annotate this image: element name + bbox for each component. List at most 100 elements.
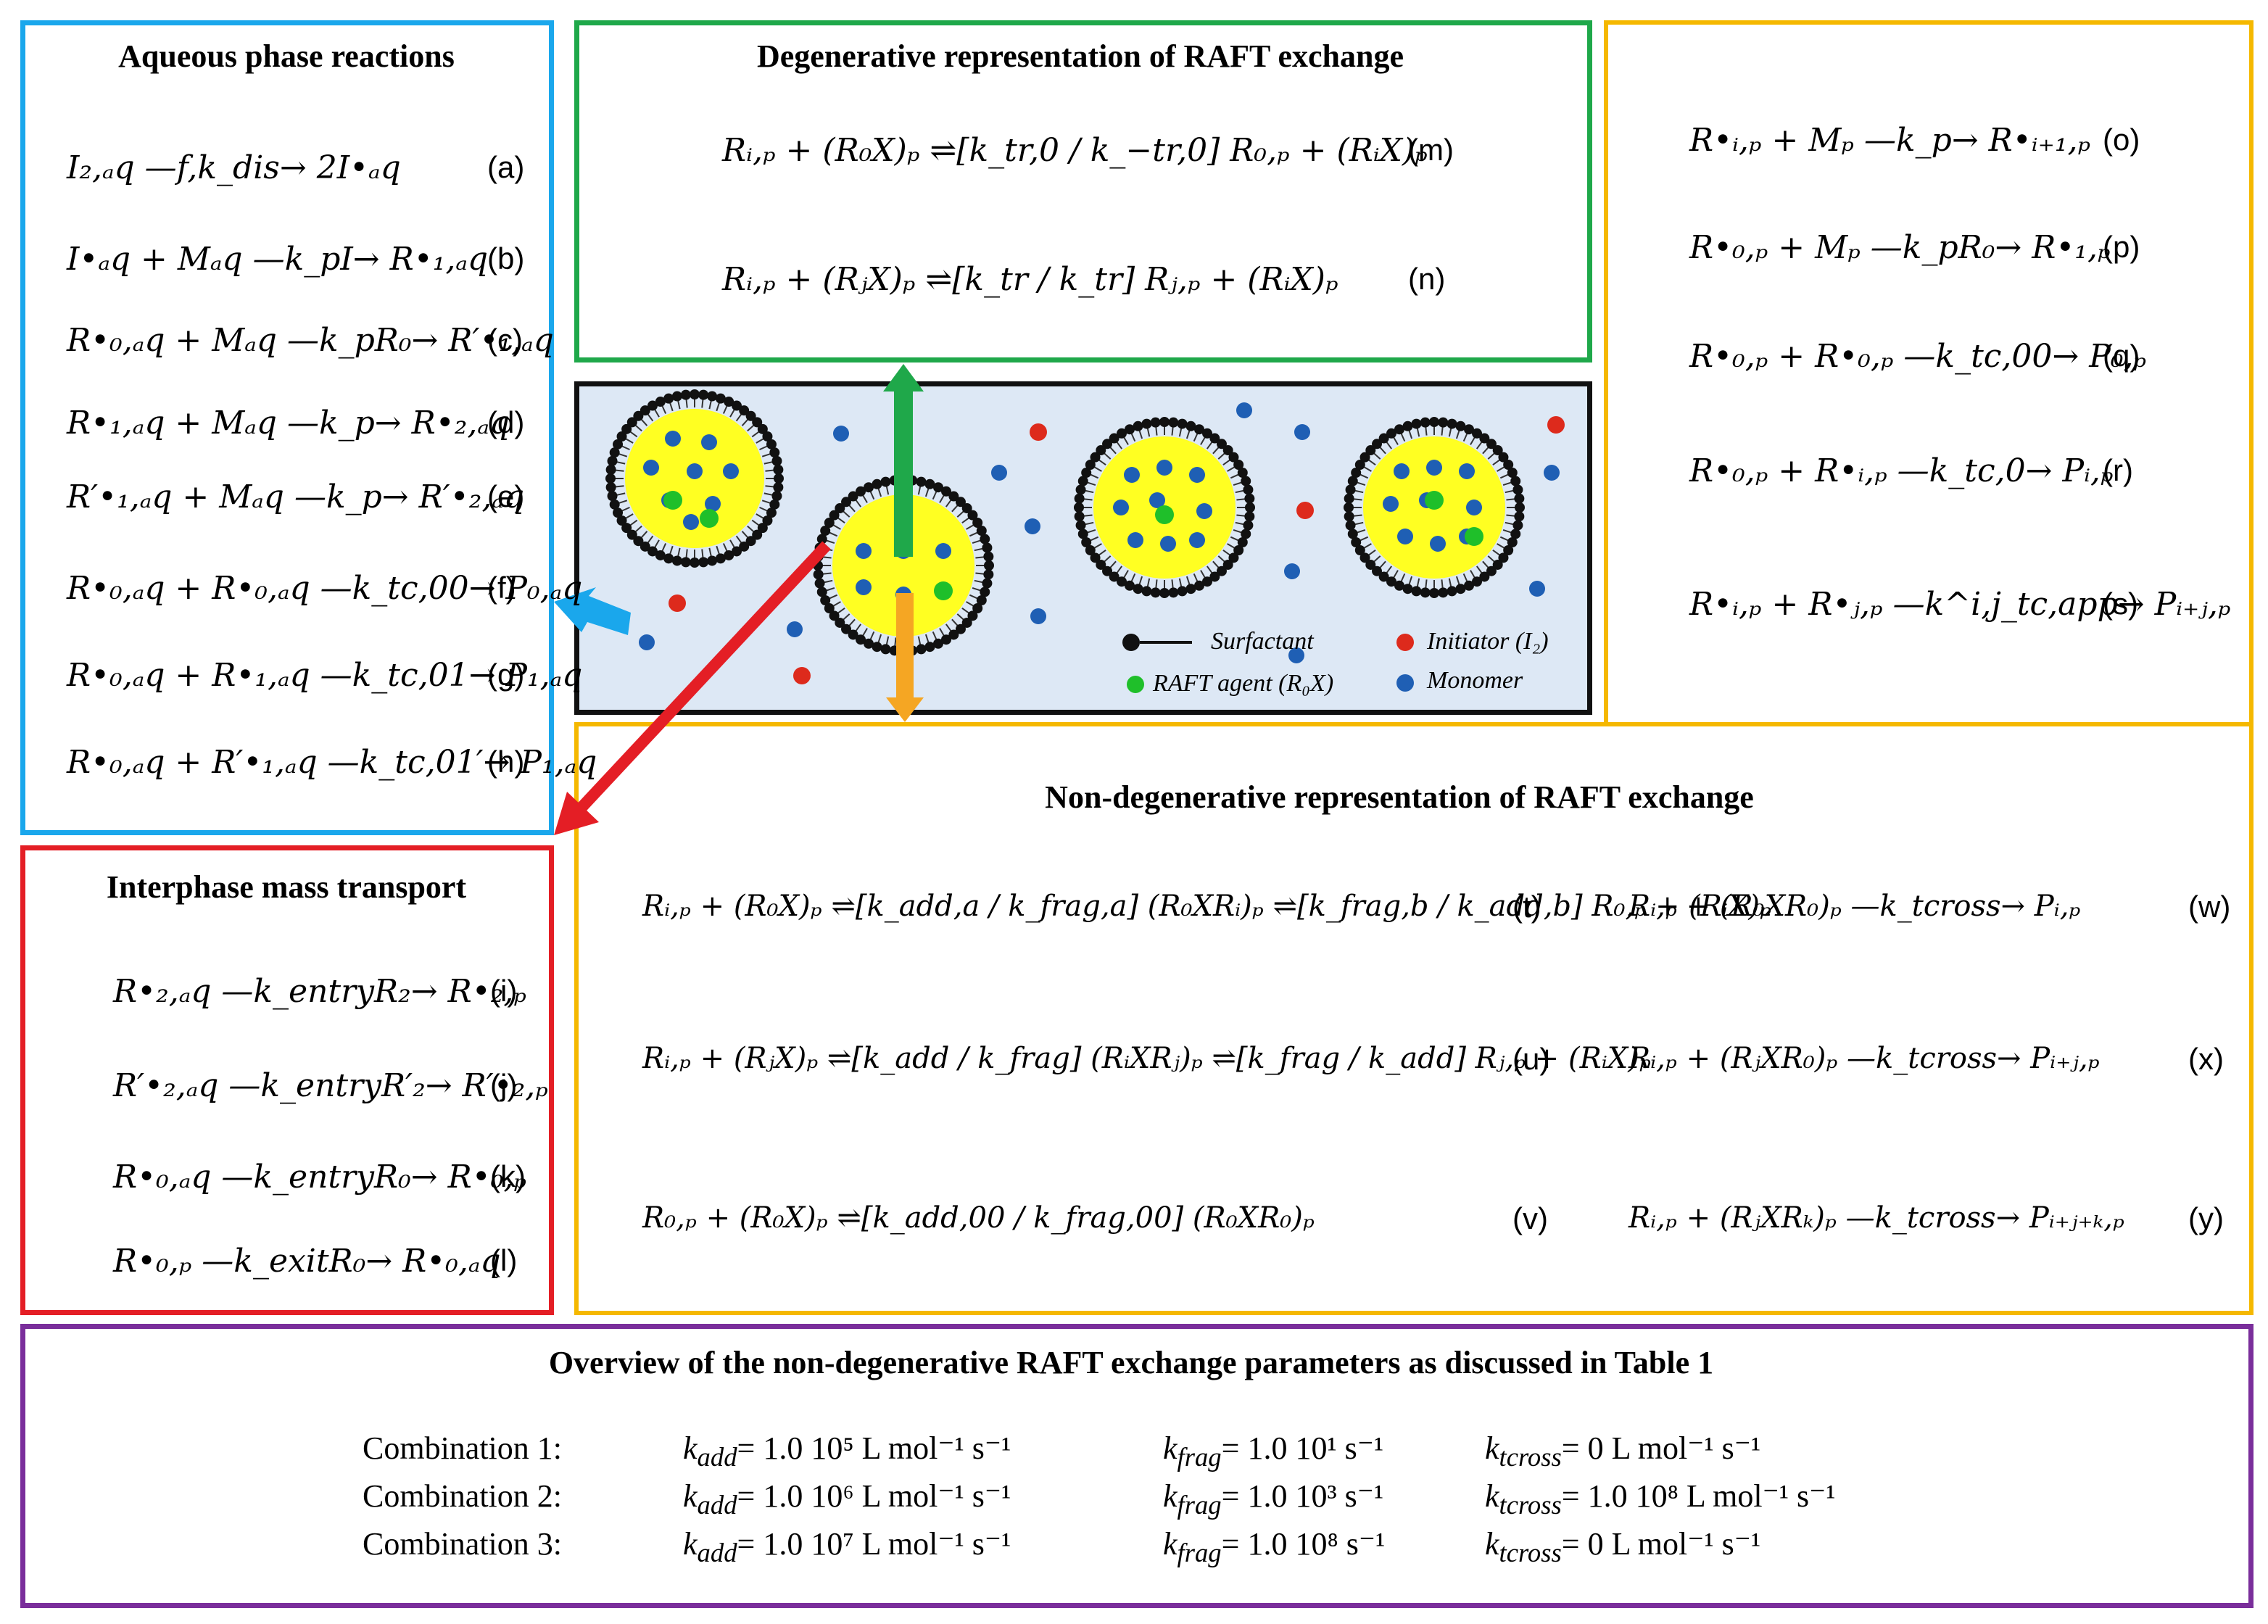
surfactant-head — [1386, 576, 1396, 587]
surfactant-head — [829, 510, 840, 521]
surfactant-head — [1463, 580, 1474, 591]
reaction-y: Rᵢ,ₚ + (RⱼXRₖ)ₚ —k_tcross→ Pᵢ₊ⱼ₊ₖ,ₚ (y) — [1628, 1201, 2224, 1235]
surfactant-head — [848, 491, 858, 502]
surfactant-head — [724, 397, 734, 407]
legend-initiator-icon — [1396, 634, 1414, 651]
surfactant-head — [1372, 439, 1383, 450]
combination-1-kfrag: kfrag= 1.0 10¹ s⁻¹ — [1163, 1430, 1384, 1472]
surfactant-head — [1351, 536, 1362, 547]
surfactant-head — [1141, 586, 1152, 597]
surfactant-head — [941, 634, 951, 645]
surfactant-head — [1347, 476, 1358, 486]
surfactant-head — [609, 447, 620, 458]
surfactant-head — [972, 603, 983, 613]
surfactant-head — [980, 587, 990, 597]
surfactant-head — [1233, 460, 1244, 470]
surfactant-head — [1479, 433, 1490, 444]
surfactant-head — [1345, 484, 1356, 495]
surfactant-head — [640, 541, 650, 552]
monomer-dot — [687, 463, 703, 479]
surfactant-head — [1117, 428, 1127, 439]
surfactant-head — [1243, 484, 1254, 495]
reaction-b: I•ₐq + Mₐq —k_pI→ R•₁,ₐq (b) — [67, 241, 525, 278]
surfactant-head — [1241, 476, 1251, 486]
surfactant-head — [1077, 476, 1088, 486]
surfactant-head — [1447, 586, 1457, 597]
surfactant-head — [1438, 587, 1449, 598]
monomer-dot — [1397, 529, 1413, 544]
surfactant-head — [752, 417, 763, 428]
surfactant-head — [932, 638, 943, 649]
surfactant-head — [880, 476, 891, 487]
surfactant-head — [976, 594, 987, 605]
combination-2-kadd: kadd= 1.0 10⁶ L mol⁻¹ s⁻¹ — [683, 1478, 1011, 1520]
right-panel — [1604, 20, 2253, 722]
surfactant-head — [1075, 520, 1086, 531]
legend-surfactant-icon — [1122, 634, 1140, 651]
surfactant-head — [1081, 468, 1092, 478]
surfactant-head — [655, 550, 666, 560]
surfactant-head — [739, 405, 750, 416]
reaction-o: R•ᵢ,ₚ + Mₚ —k_p→ R•ᵢ₊₁,ₚ (o) — [1689, 122, 2140, 159]
surfactant-head — [1378, 433, 1389, 444]
surfactant-head — [771, 491, 782, 502]
surfactant-head — [1411, 418, 1422, 429]
surfactant-head — [1168, 587, 1179, 598]
surfactant-head — [835, 503, 845, 514]
surfactant-head — [872, 478, 882, 489]
monomer-dot — [1459, 463, 1475, 479]
surfactant-head — [1125, 424, 1135, 435]
surfactant-head — [715, 553, 726, 564]
reaction-m: Rᵢ,ₚ + (R₀X)ₚ ⇌[k_tr,0 / k_−tr,0] R₀,ₚ +… — [722, 132, 1454, 169]
surfactant-head — [1245, 502, 1255, 513]
surfactant-head — [1486, 566, 1497, 576]
surfactant-head — [1168, 417, 1179, 428]
initiator-dot — [669, 594, 686, 612]
monomer-dot — [1236, 402, 1252, 418]
surfactant-head — [1429, 588, 1439, 598]
surfactant-head — [872, 642, 882, 652]
surfactant-head — [633, 410, 644, 421]
surfactant-head — [955, 497, 966, 508]
reaction-l: R•₀,ₚ —k_exitR₀→ R•₀,ₐq (l) — [113, 1243, 518, 1280]
surfactant-head — [820, 526, 831, 536]
monomer-dot — [856, 579, 872, 595]
surfactant-head — [663, 553, 674, 564]
surfactant-head — [633, 536, 644, 547]
surfactant-head — [647, 400, 658, 411]
monomer-dot — [1426, 460, 1442, 476]
reaction-f: R•₀,ₐq + R•₀,ₐq —k_tc,00→ P₀,ₐq (f) — [67, 570, 583, 607]
surfactant-head — [816, 587, 827, 597]
monomer-dot — [683, 514, 699, 530]
surfactant-head — [1372, 566, 1383, 576]
reaction-x: Rᵢ,ₚ + (RⱼXR₀)ₚ —k_tcross→ Pᵢ₊ⱼ,ₚ (x) — [1628, 1042, 2224, 1076]
surfactant-head — [1177, 586, 1188, 597]
surfactant-head — [1512, 484, 1523, 495]
monomer-dot — [1124, 467, 1140, 483]
degenerative-panel — [574, 20, 1592, 362]
surfactant-head — [745, 410, 756, 421]
surfactant-head — [1216, 439, 1227, 450]
surfactant-head — [647, 546, 658, 557]
surfactant-head — [671, 555, 682, 566]
surfactant-head — [1109, 433, 1119, 444]
surfactant-head — [1455, 420, 1466, 431]
surfactant-head — [982, 578, 993, 589]
surfactant-head — [1222, 445, 1233, 456]
surfactant-head — [916, 644, 927, 655]
surfactant-head — [967, 610, 978, 621]
surfactant-head — [1090, 552, 1101, 563]
surfactant-head — [605, 482, 616, 493]
legend-surfactant: Surfactant — [1211, 628, 1314, 655]
surfactant-head — [640, 405, 650, 416]
surfactant-head — [1159, 417, 1170, 427]
raft-agent-dot — [1155, 505, 1174, 524]
interphase-panel — [20, 845, 554, 1315]
surfactant-head — [961, 617, 972, 628]
surfactant-head — [1133, 420, 1143, 431]
surfactant-head — [732, 400, 742, 411]
surfactant-head — [1498, 552, 1509, 563]
monomer-dot — [991, 465, 1007, 481]
surfactant-head — [972, 518, 983, 528]
surfactant-head — [1096, 559, 1106, 570]
